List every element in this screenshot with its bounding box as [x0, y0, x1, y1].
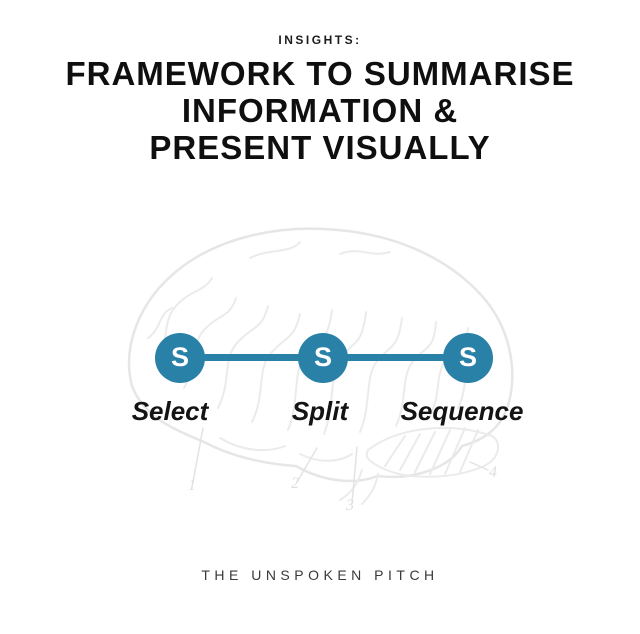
cerebellum-outline: [365, 427, 500, 478]
title-line-3: PRESENT VISUALLY: [149, 129, 491, 166]
title-line-1: FRAMEWORK TO SUMMARISE: [65, 55, 575, 92]
brain-callout-4: 4: [489, 464, 497, 481]
title-line-2: INFORMATION &: [181, 92, 459, 129]
brain-callout-2: 2: [291, 475, 299, 492]
brain-illustration: 1 2 3 4: [127, 227, 514, 514]
node-circle-sequence: S: [443, 333, 493, 383]
brand-footer: THE UNSPOKEN PITCH: [201, 567, 439, 583]
node-circle-split: S: [298, 333, 348, 383]
node-label-sequence: Sequence: [400, 396, 524, 426]
node-letter-split: S: [313, 341, 332, 372]
page-title: FRAMEWORK TO SUMMARISE INFORMATION & PRE…: [0, 55, 640, 166]
node-label-select: Select: [131, 396, 209, 426]
eyebrow-label: INSIGHTS:: [278, 33, 362, 47]
node-letter-sequence: S: [458, 341, 477, 372]
brain-outline: [127, 227, 514, 483]
brain-callout-3: 3: [345, 497, 354, 514]
node-circle-select: S: [155, 333, 205, 383]
node-label-split: Split: [291, 396, 349, 426]
brain-callout-1: 1: [188, 477, 196, 494]
node-letter-select: S: [170, 341, 189, 372]
